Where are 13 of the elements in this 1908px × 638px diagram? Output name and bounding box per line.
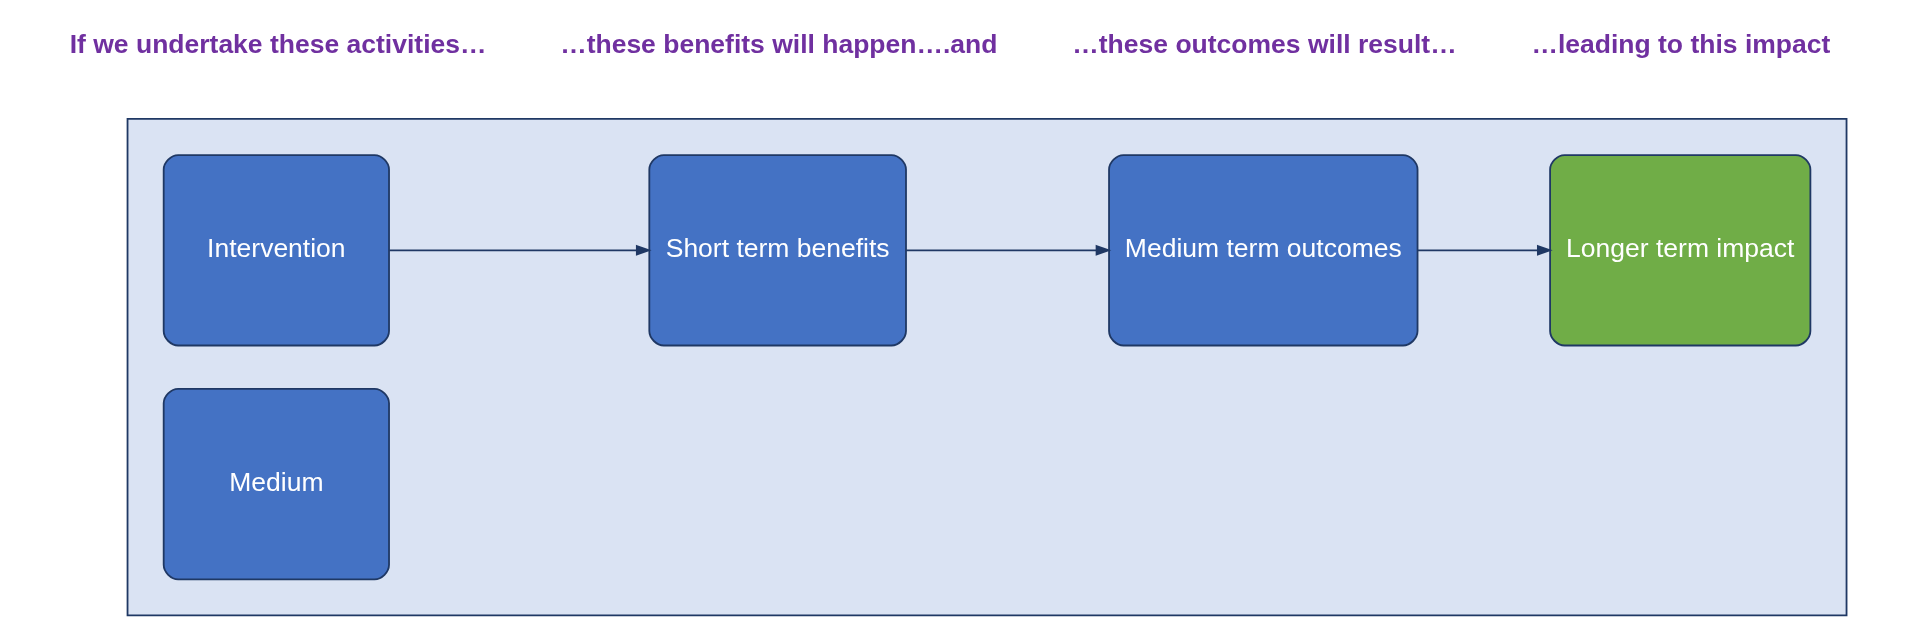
node-box: Short term benefits bbox=[647, 154, 907, 347]
arrow bbox=[387, 244, 652, 256]
arrow bbox=[1416, 244, 1553, 256]
node-box: Longer term impact bbox=[1548, 154, 1811, 347]
node-box: Medium bbox=[162, 388, 390, 581]
node-box: Intervention bbox=[162, 154, 390, 347]
label: If we undertake these activities… bbox=[69, 29, 486, 60]
label: …these benefits will happen….and bbox=[559, 29, 997, 60]
node-box: Medium term outcomes bbox=[1107, 154, 1418, 347]
label: …these outcomes will result… bbox=[1071, 29, 1457, 60]
arrow bbox=[904, 244, 1111, 256]
cluster bbox=[126, 118, 1847, 617]
label: …leading to this impact bbox=[1530, 29, 1830, 60]
